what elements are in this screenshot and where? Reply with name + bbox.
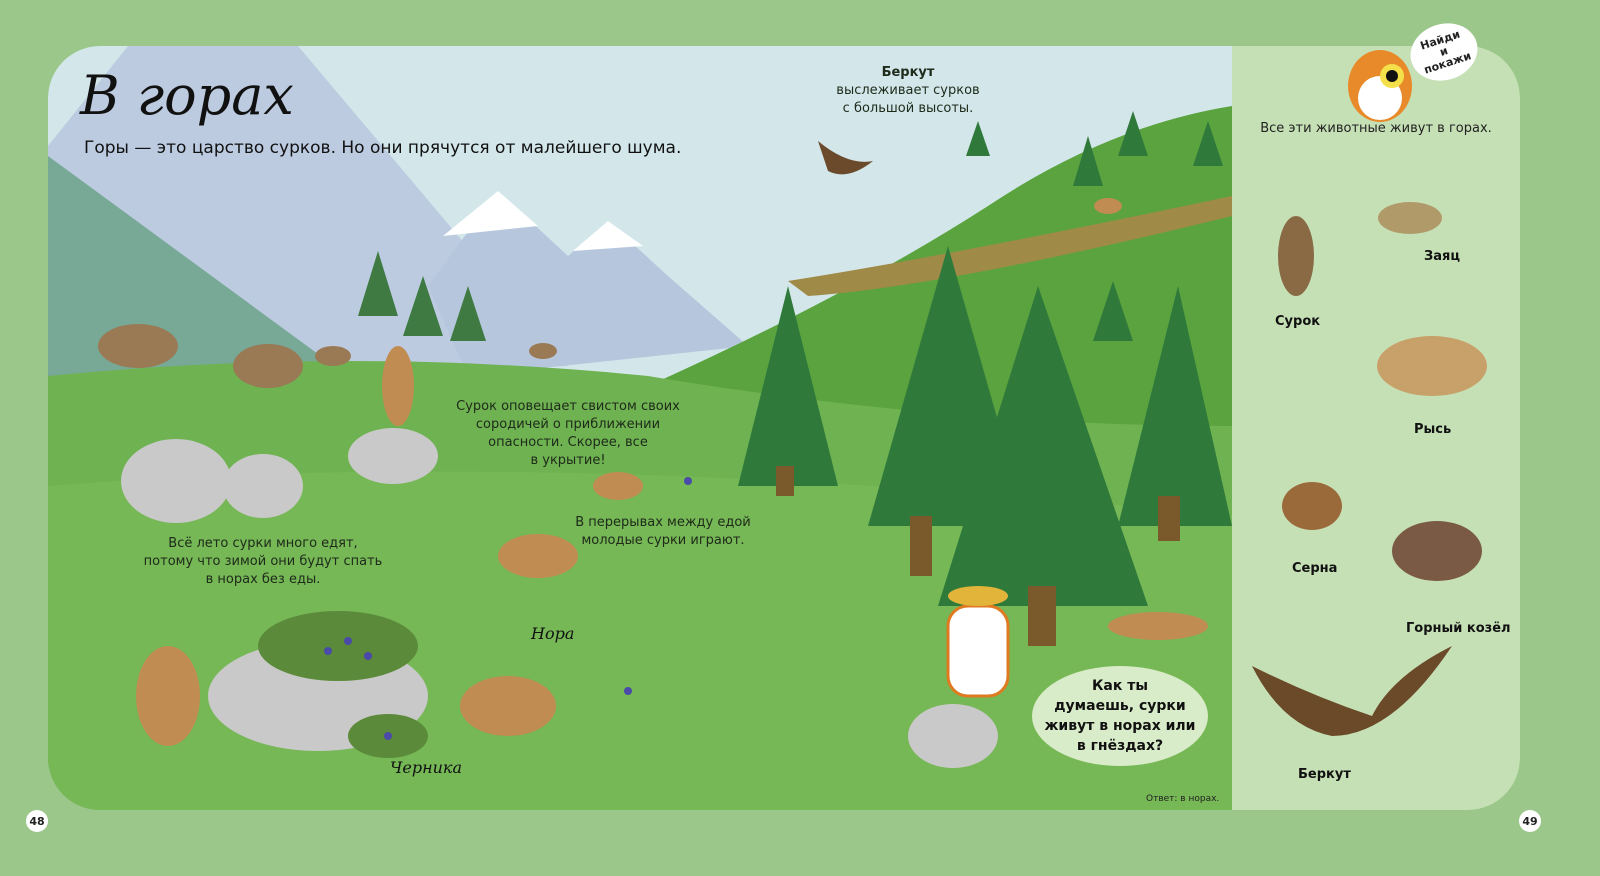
hamster-mascot-icon xyxy=(1348,50,1412,122)
animal-label-marmot: Сурок xyxy=(1275,314,1321,329)
caption-line: в укрытие! xyxy=(530,453,606,468)
page-title: В горах xyxy=(80,64,294,127)
question-line: думаешь, сурки xyxy=(1054,698,1186,714)
landscape-illustration xyxy=(48,46,1232,810)
whistle-caption: Сурок оповещает свистом своих сородичей … xyxy=(453,398,683,470)
caption-line: Всё лето сурки много едят, xyxy=(168,536,358,551)
page-number-left: 48 xyxy=(26,810,48,832)
animal-illustrations xyxy=(1252,50,1487,736)
find-and-show-panel: Все эти животные живут в горах. Сурок За… xyxy=(1232,46,1520,810)
label-blueberry: Черника xyxy=(390,758,463,777)
question-bubble: Как ты думаешь, сурки живут в норах или … xyxy=(1032,666,1208,766)
animal-label-ibex: Горный козёл xyxy=(1406,621,1511,636)
play-caption: В перерывах между едой молодые сурки игр… xyxy=(568,514,758,550)
lead-text: Горы — это царство сурков. Но они прячут… xyxy=(84,138,682,158)
eagle-caption: Беркут выслеживает сурков с большой высо… xyxy=(818,64,998,118)
caption-line: Сурок оповещает свистом своих xyxy=(456,399,680,414)
book-spread: В горах Горы — это царство сурков. Но он… xyxy=(48,46,1520,810)
mountain-scene-illustration: В горах Горы — это царство сурков. Но он… xyxy=(48,46,1232,810)
caption-line: в норах без еды. xyxy=(205,572,321,587)
caption-line: молодые сурки играют. xyxy=(581,533,745,548)
eagle-caption-title: Беркут xyxy=(881,65,935,80)
answer-text: Ответ: в норах. xyxy=(1146,794,1220,804)
eat-caption: Всё лето сурки много едят, потому что зи… xyxy=(143,535,383,589)
caption-line: сородичей о приближении xyxy=(475,417,661,432)
question-line: живут в норах или xyxy=(1044,718,1196,734)
animal-label-eagle: Беркут xyxy=(1298,767,1351,782)
question-line: в гнёздах? xyxy=(1076,738,1164,754)
animal-label-lynx: Рысь xyxy=(1414,422,1452,437)
animal-label-hare: Заяц xyxy=(1424,249,1460,264)
page-number-right: 49 xyxy=(1519,810,1541,832)
caption-line: опасности. Скорее, все xyxy=(488,435,648,450)
caption-line: потому что зимой они будут спать xyxy=(143,554,383,569)
animal-label-chamois: Серна xyxy=(1292,561,1338,576)
question-line: Как ты xyxy=(1091,678,1149,694)
eagle-caption-line: выслеживает сурков xyxy=(836,83,980,98)
eagle-caption-line: с большой высоты. xyxy=(842,101,974,116)
caption-line: В перерывах между едой xyxy=(575,515,751,530)
label-burrow: Нора xyxy=(531,624,575,643)
side-intro-text: Все эти животные живут в горах. xyxy=(1260,121,1492,136)
